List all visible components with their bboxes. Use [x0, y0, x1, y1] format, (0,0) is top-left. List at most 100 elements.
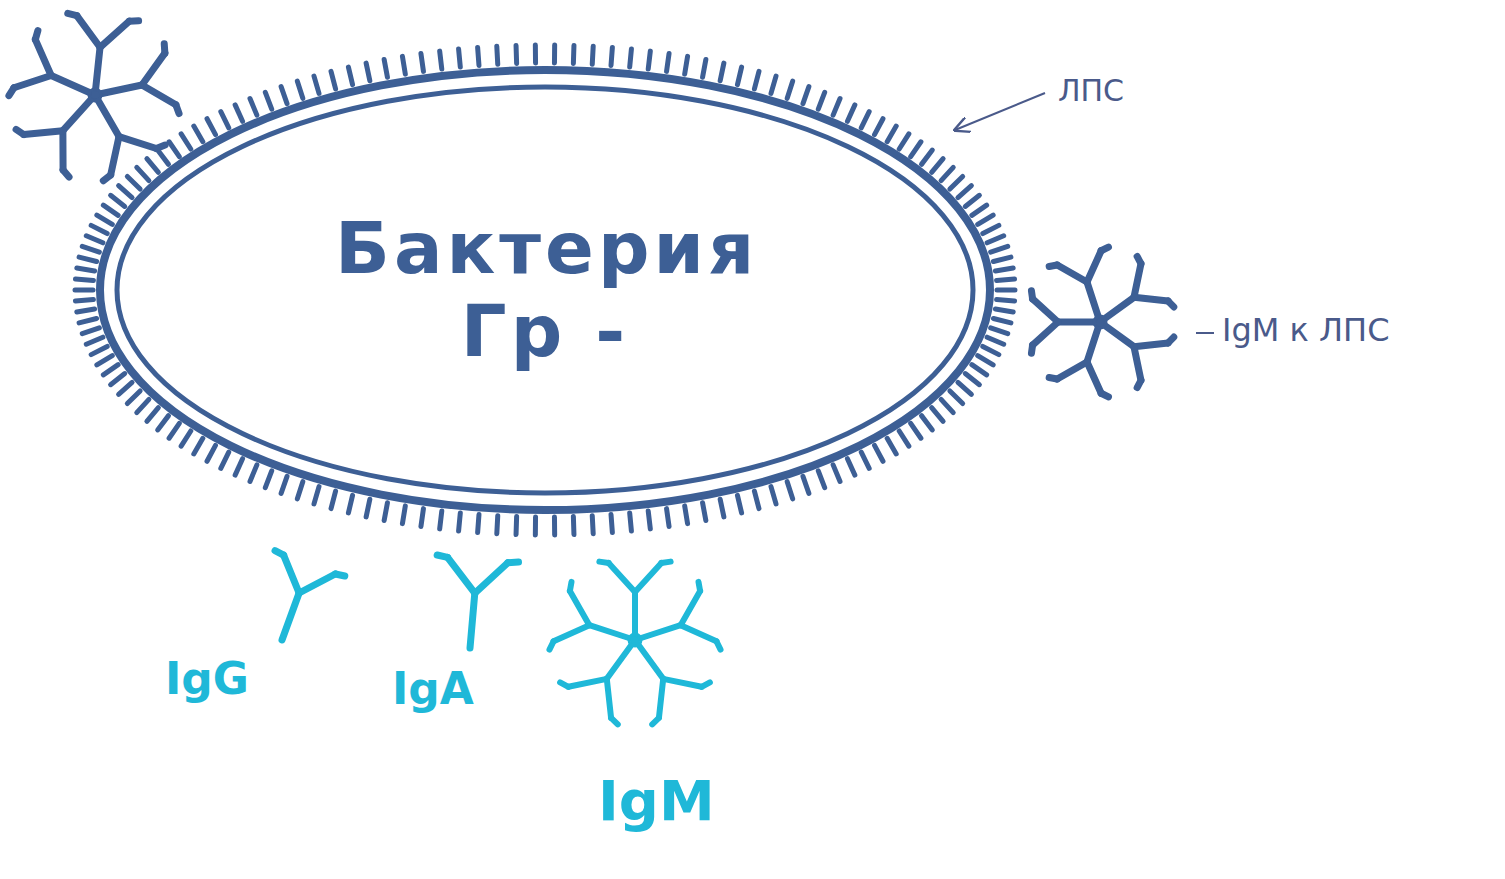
- lps-spike: [987, 337, 1004, 344]
- antibody-stroke: [136, 53, 170, 85]
- lps-spike: [111, 374, 125, 385]
- lps-spike: [818, 92, 824, 109]
- lps-spike: [331, 491, 336, 508]
- j-chain: [89, 89, 101, 101]
- antibody-stroke: [635, 563, 661, 592]
- antibody-stroke: [9, 87, 14, 96]
- antibody-stroke: [282, 593, 299, 640]
- lps-spike: [297, 482, 302, 499]
- antibody-y: [88, 44, 179, 130]
- lps-spike: [235, 105, 242, 121]
- lps-spike: [737, 67, 741, 85]
- lps-spike: [421, 54, 423, 72]
- lps-spike: [514, 45, 520, 63]
- lps-spike: [833, 465, 840, 482]
- lps-spike: [911, 142, 921, 157]
- lps-spike: [97, 356, 112, 365]
- antibody-stroke: [1049, 376, 1057, 380]
- lps-spike: [127, 391, 140, 404]
- bacterium-cell: Бактерия Гр -: [95, 65, 995, 515]
- antibody-stroke: [335, 573, 345, 578]
- antibody-stroke: [697, 582, 701, 591]
- lps-spike: [366, 63, 370, 81]
- lps-spike: [137, 399, 149, 412]
- lps-spike: [703, 60, 706, 78]
- lps-spike: [297, 81, 302, 98]
- lps-spike: [111, 195, 125, 206]
- igm-pentamer: [9, 13, 179, 180]
- leader-dash: [1196, 332, 1214, 334]
- lps-spike: [685, 506, 688, 524]
- lps-spike: [874, 119, 882, 135]
- antibody-stroke: [599, 562, 608, 563]
- antibody-stroke: [142, 79, 176, 111]
- lps-spike: [590, 516, 596, 534]
- lps-spike: [402, 506, 405, 524]
- lps-spike: [421, 509, 423, 527]
- lps-spike: [667, 54, 669, 72]
- lps-spike: [533, 45, 538, 63]
- antibody-stroke: [34, 31, 39, 40]
- lps-spike: [459, 49, 461, 67]
- lps-spike: [207, 445, 215, 461]
- lps-spike: [127, 176, 140, 189]
- antibody-stroke: [74, 16, 103, 48]
- lps-spike: [82, 246, 99, 252]
- lps-spike: [402, 56, 405, 74]
- antibody-stroke: [642, 679, 680, 718]
- antibody-stroke: [1079, 251, 1109, 282]
- antibody-stroke: [129, 20, 138, 22]
- lps-spike: [77, 309, 95, 312]
- outer-membrane: [100, 70, 990, 510]
- lps-spike: [77, 268, 95, 271]
- antibody-stroke: [62, 170, 70, 177]
- lps-spike: [514, 517, 520, 535]
- lps-spike: [478, 47, 479, 65]
- antibody-y: [247, 551, 345, 653]
- antibody-stroke: [1101, 247, 1109, 251]
- lps-spike: [997, 279, 1015, 280]
- lps-spike: [571, 517, 577, 535]
- lps-spike: [941, 167, 953, 180]
- lps-spike: [685, 56, 688, 74]
- lps-spike: [950, 176, 963, 189]
- lps-spike: [874, 445, 882, 461]
- antibody-stroke: [16, 128, 24, 135]
- lps-spike: [803, 87, 809, 104]
- lps-spike: [861, 112, 869, 128]
- lps-spike: [941, 399, 953, 412]
- antibody-stroke: [1033, 322, 1058, 345]
- lps-spike: [950, 391, 963, 404]
- antibody-stroke: [1049, 264, 1057, 268]
- lps-spike: [667, 509, 669, 527]
- antibody-stroke: [1101, 393, 1109, 397]
- antibody-stroke: [445, 557, 478, 593]
- lps-spike: [75, 279, 93, 280]
- antibody-label: IgG: [165, 655, 249, 703]
- lps-spike: [91, 346, 107, 354]
- lps-spike: [983, 346, 999, 354]
- lps-spike: [281, 87, 287, 104]
- antibody-stroke: [24, 113, 63, 152]
- igm-pentamer: [549, 562, 720, 725]
- lps-spike: [932, 159, 943, 173]
- lps-spike: [987, 236, 1004, 243]
- lps-spike: [703, 503, 706, 521]
- antibody-stroke: [1120, 347, 1154, 381]
- antibody-stroke: [176, 105, 179, 114]
- inner-membrane: [117, 87, 973, 493]
- lps-spike: [265, 92, 271, 109]
- lps-spike: [75, 300, 93, 301]
- antibody-stroke: [1120, 264, 1154, 298]
- lps-spike: [993, 318, 1010, 322]
- lps-spike: [995, 268, 1013, 271]
- lps-spike: [384, 503, 387, 521]
- antibody-stroke: [716, 641, 720, 650]
- lps-spike: [348, 67, 352, 85]
- antibody-y: [16, 71, 121, 177]
- lps-spike: [265, 471, 271, 488]
- lps-spike: [754, 71, 759, 88]
- lps-spike: [221, 452, 229, 468]
- antibody-stroke: [299, 565, 335, 603]
